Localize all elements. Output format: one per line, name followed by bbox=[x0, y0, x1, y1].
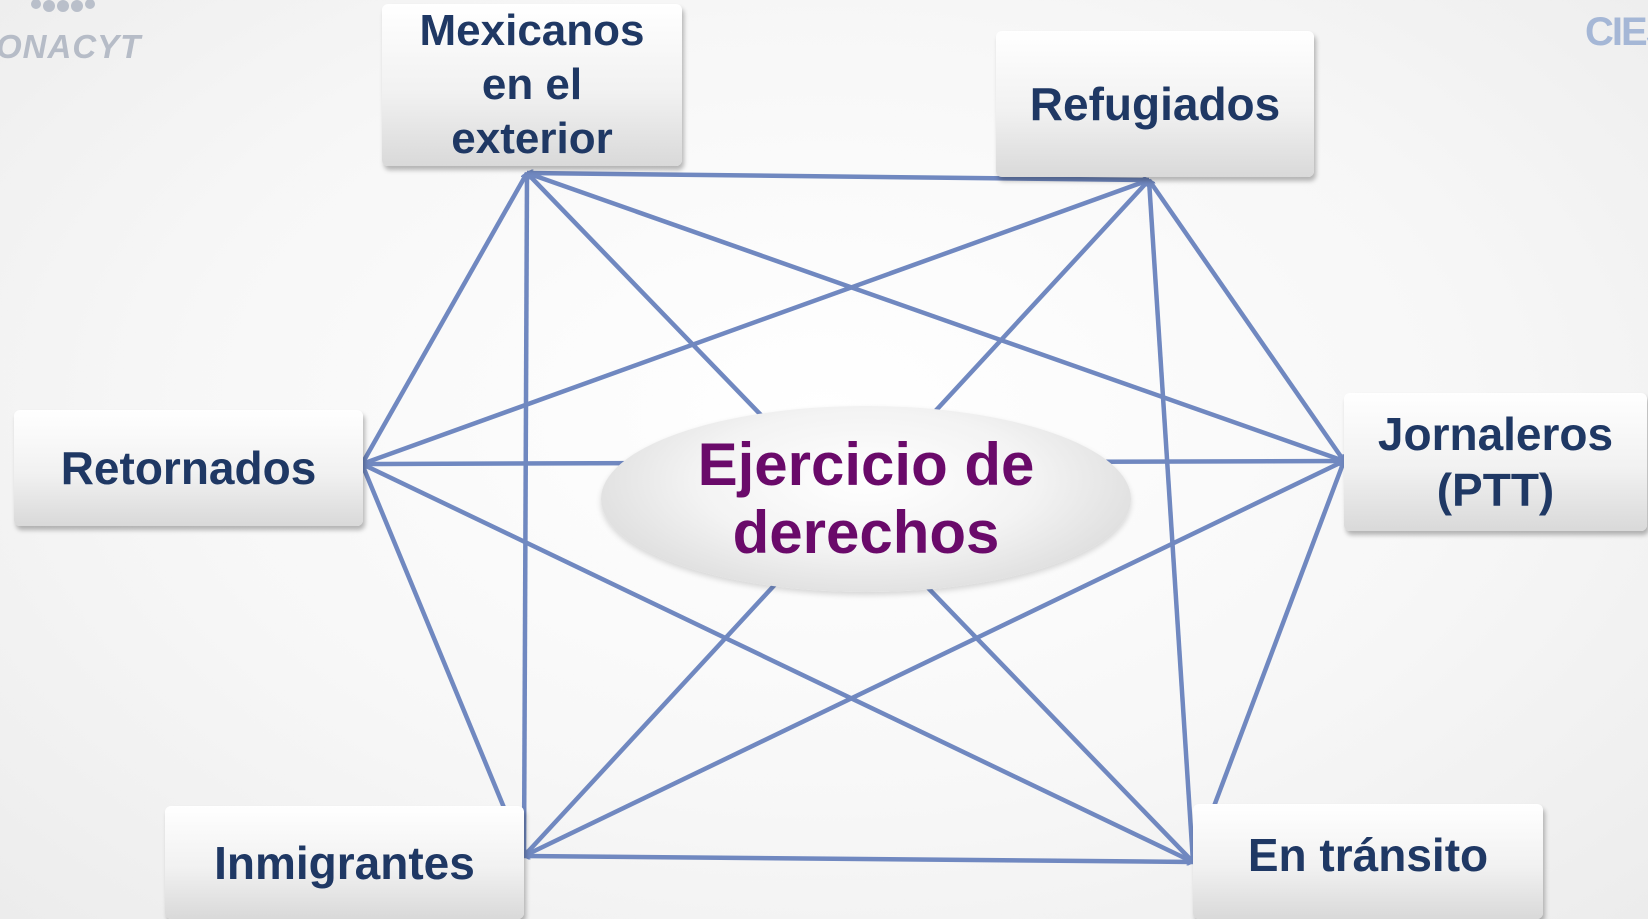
node-refugiados: Refugiados bbox=[996, 31, 1314, 177]
arrow-retornados-inmigrantes bbox=[359, 464, 527, 856]
node-mexicanos-en-el-exterior: Mexicanos en el exterior bbox=[382, 4, 682, 166]
node-retornados: Retornados bbox=[14, 410, 363, 526]
arrow-jornaleros-transito bbox=[1190, 461, 1347, 862]
arrow-mexicanos-inmigrantes bbox=[524, 173, 527, 856]
node-inmigrantes: Inmigrantes bbox=[165, 806, 524, 919]
node-jornaleros-ptt: Jornaleros (PTT) bbox=[1344, 393, 1647, 531]
node-en-transito: En tránsito bbox=[1193, 804, 1543, 919]
conacyt-logo-dots-icon bbox=[31, 0, 95, 12]
arrow-refugiados-jornaleros bbox=[1147, 180, 1346, 461]
cies-logo: CIES bbox=[1585, 10, 1648, 54]
arrow-refugiados-transito bbox=[1149, 180, 1193, 862]
center-ejercicio-de-derechos: Ejercicio de derechos bbox=[601, 406, 1131, 592]
arrow-mexicanos-retornados bbox=[360, 173, 529, 464]
arrow-inmigrantes-transito bbox=[524, 856, 1193, 862]
conacyt-logo: ONACYT bbox=[0, 28, 142, 65]
